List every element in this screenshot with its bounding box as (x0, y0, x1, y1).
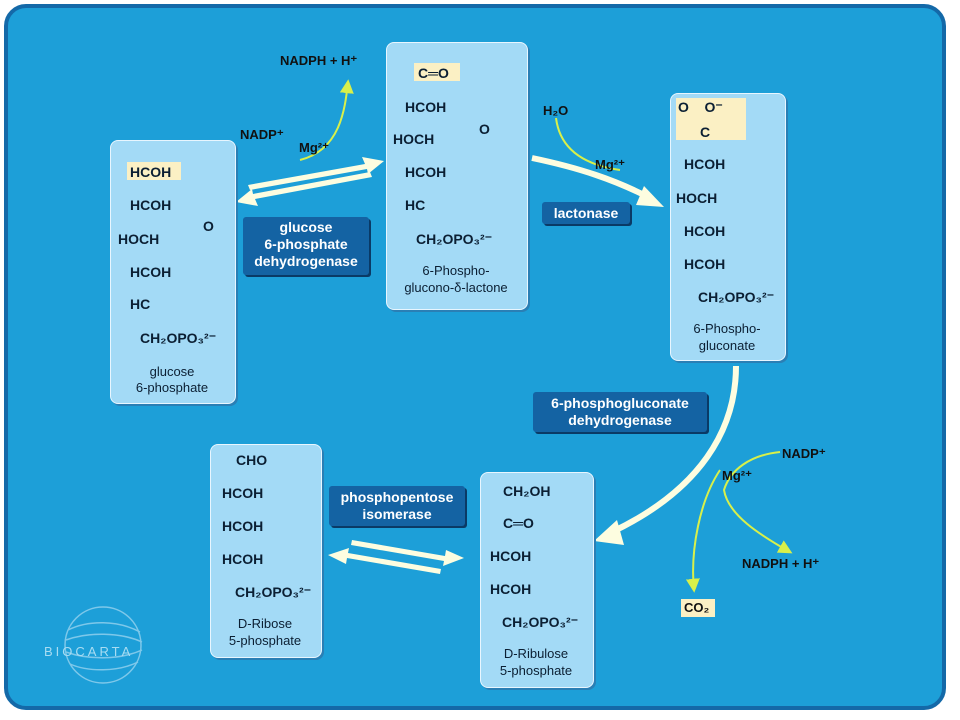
glucose-caption-2: 6-phosphate (135, 380, 209, 395)
lactone-ring-oxygen: O (479, 121, 490, 137)
reversible-arrow-back (236, 172, 372, 206)
lactonase-arrowhead (636, 186, 664, 207)
co2-arrow (685, 469, 721, 593)
ribulose-caption-1: D-Ribulose (503, 646, 569, 661)
ribulose-caption-2: 5-phosphate (499, 663, 573, 678)
enzyme-isomerase-line-1: phosphopentose (340, 489, 454, 505)
ribose-line-5: CH₂OPO₃²⁻ (235, 584, 312, 600)
ribulose-line-2: C═O (503, 515, 534, 531)
lactone-line-6: CH₂OPO₃²⁻ (416, 231, 493, 247)
biocarta-logo-icon (64, 606, 143, 684)
glucose-6-phosphate-box (110, 140, 236, 404)
co2-highlight (681, 599, 715, 617)
gluconate-line-1: HCOH (684, 156, 726, 172)
lactone-line-5: HC (405, 197, 426, 213)
glucose-c1-highlight (127, 162, 181, 180)
lactone-line-3: HOCH (393, 131, 435, 147)
nadp-right-arrow (722, 451, 793, 554)
gluconate-carboxyl-highlight (676, 98, 746, 140)
cofactor-mg-mid: Mg²⁺ (595, 157, 625, 172)
gluconate-caption-2: gluconate (698, 338, 756, 353)
enzyme-g6pdh: glucose 6-phosphate dehydrogenase (243, 217, 369, 275)
gluconate-line-2: HOCH (676, 190, 718, 206)
ribose-caption-1: D-Ribose (237, 616, 293, 631)
ribulose-line-5: CH₂OPO₃²⁻ (502, 614, 579, 630)
cofactor-mg-right: Mg²⁺ (722, 468, 752, 483)
reversible-arrow-forward (248, 157, 384, 190)
nadp-to-nadph-arrow (299, 79, 354, 161)
glucose-line-3: HOCH (118, 231, 160, 247)
gluconate-line-5: CH₂OPO₃²⁻ (698, 289, 775, 305)
ribose-box (210, 444, 322, 658)
ribose-line-2: HCOH (222, 485, 264, 501)
enzyme-g6pdh-line-2: 6-phosphate (264, 236, 348, 252)
decarboxylation-arrowhead (594, 520, 624, 545)
enzyme-g6pdh-line-1: glucose (279, 219, 333, 235)
lactone-box (386, 42, 528, 310)
ribulose-line-1: CH₂OH (503, 483, 551, 499)
isomerase-arrow-forward (351, 540, 464, 566)
glucose-line-2: HCOH (130, 197, 172, 213)
enzyme-pgdh-line-1: 6-phosphogluconate (551, 395, 689, 411)
ribose-caption-2: 5-phosphate (228, 633, 302, 648)
ribulose-line-4: HCOH (490, 581, 532, 597)
isomerase-arrow-back (328, 548, 441, 574)
ribose-line-3: HCOH (222, 518, 264, 534)
lactone-line-2: HCOH (405, 99, 447, 115)
ribose-line-1: CHO (236, 452, 268, 468)
lactone-caption-2: glucono-δ-lactone (404, 280, 508, 295)
biocarta-logo-text: BIOCARTA (44, 644, 134, 659)
ribulose-line-3: HCOH (490, 548, 532, 564)
gluconate-carboxyl-oxygens: O O⁻ (678, 99, 723, 115)
decarboxylation-arrow (610, 365, 739, 535)
gluconate-line-4: HCOH (684, 256, 726, 272)
gluconate-line-3: HCOH (684, 223, 726, 239)
lactone-caption-1: 6-Phospho- (422, 263, 490, 278)
glucose-line-1: HCOH (130, 164, 172, 180)
enzyme-isomerase: phosphopentose isomerase (329, 486, 465, 526)
lactone-line-4: HCOH (405, 164, 447, 180)
lactone-line-1: C═O (418, 65, 449, 81)
gluconate-caption-1: 6-Phospho- (693, 321, 761, 336)
glucose-ring-oxygen: O (203, 218, 214, 234)
cofactor-co2: CO₂ (684, 600, 710, 615)
enzyme-isomerase-line-2: isomerase (362, 506, 432, 522)
lactonase-arrow (531, 155, 650, 200)
ribose-line-4: HCOH (222, 551, 264, 567)
cofactor-mg-top: Mg²⁺ (299, 140, 329, 155)
enzyme-g6pdh-line-3: dehydrogenase (254, 253, 358, 269)
cofactor-nadp-right: NADP⁺ (782, 446, 826, 461)
cofactor-nadph-right: NADPH + H⁺ (742, 556, 820, 571)
glucose-line-6: CH₂OPO₃²⁻ (140, 330, 217, 346)
lactone-c1-highlight (414, 63, 460, 81)
glucose-line-4: HCOH (130, 264, 172, 280)
cofactor-nadph-top: NADPH + H⁺ (280, 53, 358, 68)
cofactor-nadp-top: NADP⁺ (240, 127, 284, 142)
enzyme-pgdh: 6-phosphogluconate dehydrogenase (533, 392, 707, 432)
enzyme-pgdh-line-2: dehydrogenase (568, 412, 672, 428)
gluconate-carboxyl-carbon: C (700, 124, 711, 140)
enzyme-lactonase: lactonase (542, 202, 630, 224)
glucose-caption-1: glucose (149, 364, 195, 379)
glucose-line-5: HC (130, 296, 151, 312)
cofactor-h2o: H₂O (543, 103, 569, 118)
h2o-arrow (555, 117, 621, 171)
ribulose-box (480, 472, 594, 688)
